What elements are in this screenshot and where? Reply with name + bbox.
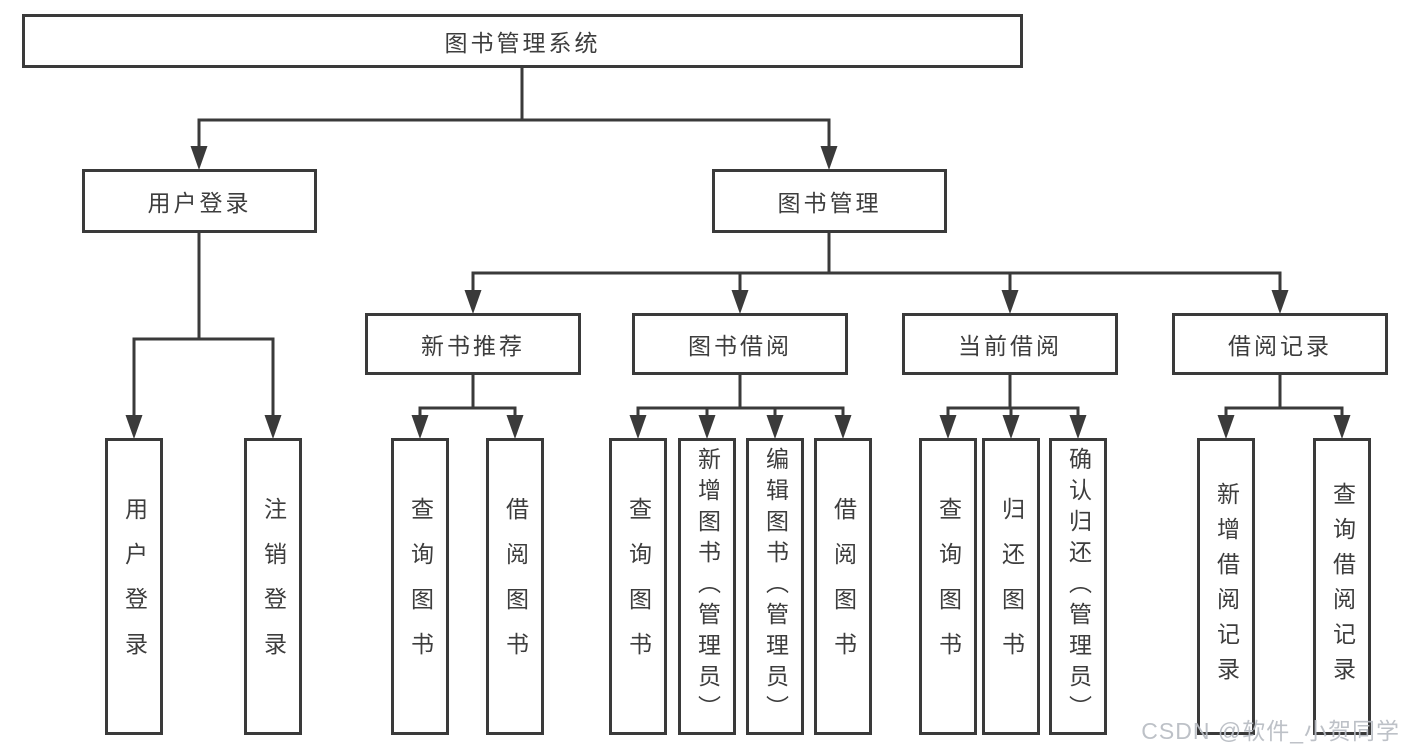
arrow-to-user-login [190, 118, 208, 170]
leaf-return-book-label: 归还图书 [998, 496, 1025, 677]
arrow-to-leaf-search-books-2 [629, 406, 647, 439]
arrow-to-current-borrow [1001, 271, 1019, 314]
arrowhead [264, 415, 282, 439]
arrowhead [939, 415, 957, 439]
leaf-add-book-admin: 新增图书（管理员） [678, 438, 736, 735]
node-current-borrow: 当前借阅 [902, 313, 1118, 375]
node-current-borrow-label: 当前借阅 [958, 333, 1062, 359]
arrowhead [190, 146, 208, 170]
arrowhead [506, 415, 524, 439]
leaf-user-login-label: 用户登录 [121, 496, 148, 677]
watermark: CSDN @软件_小贺同学 [1141, 718, 1400, 744]
node-library-management-system-label: 图书管理系统 [444, 30, 601, 56]
leaf-confirm-return-admin: 确认归还（管理员） [1049, 438, 1107, 735]
arrow-to-borrow-records [1271, 271, 1289, 314]
node-user-login: 用户登录 [82, 169, 317, 233]
arrow-to-leaf-confirm-return-admin [1069, 406, 1087, 439]
leaf-logout-label: 注销登录 [260, 496, 287, 677]
arrowhead [629, 415, 647, 439]
arrow-to-leaf-search-books-3 [939, 406, 957, 439]
leaf-search-borrow-record-label: 查询借阅记录 [1329, 481, 1356, 692]
leaf-add-book-admin-label: 新增图书（管理员） [694, 447, 721, 726]
leaf-borrow-books-2-label: 借阅图书 [830, 496, 857, 677]
node-book-borrow: 图书借阅 [632, 313, 848, 375]
leaf-add-borrow-record: 新增借阅记录 [1197, 438, 1255, 735]
arrow-to-book-borrow [731, 271, 749, 314]
leaf-search-books-1: 查询图书 [391, 438, 449, 735]
leaf-return-book: 归还图书 [982, 438, 1040, 735]
node-user-login-label: 用户登录 [147, 190, 252, 216]
arrow-to-leaf-search-books-1 [411, 406, 429, 439]
arrow-to-book-management [820, 118, 838, 170]
leaf-user-login: 用户登录 [105, 438, 163, 735]
arrow-to-leaf-borrow-books-2 [834, 406, 852, 439]
arrowhead [411, 415, 429, 439]
arrowhead [464, 290, 482, 314]
arrow-to-leaf-add-book-admin [698, 406, 716, 439]
arrowhead [1001, 290, 1019, 314]
arrowhead [834, 415, 852, 439]
leaf-borrow-books-2: 借阅图书 [814, 438, 872, 735]
arrowhead [1002, 415, 1020, 439]
leaf-edit-book-admin-label: 编辑图书（管理员） [762, 447, 789, 726]
arrow-to-leaf-add-borrow-record [1217, 406, 1235, 439]
arrow-to-leaf-user-login [125, 337, 143, 439]
leaf-borrow-books-1-label: 借阅图书 [502, 496, 529, 677]
leaf-search-books-3: 查询图书 [919, 438, 977, 735]
leaf-search-books-1-label: 查询图书 [407, 496, 434, 677]
arrow-to-leaf-search-borrow-record [1333, 406, 1351, 439]
node-book-management: 图书管理 [712, 169, 947, 233]
node-book-borrow-label: 图书借阅 [688, 333, 792, 359]
arrow-to-leaf-borrow-books-1 [506, 406, 524, 439]
leaf-edit-book-admin: 编辑图书（管理员） [746, 438, 804, 735]
arrowhead [1271, 290, 1289, 314]
arrow-to-leaf-return-book [1002, 406, 1020, 439]
leaf-borrow-books-1: 借阅图书 [486, 438, 544, 735]
arrowhead [820, 146, 838, 170]
leaf-search-borrow-record: 查询借阅记录 [1313, 438, 1371, 735]
node-library-management-system: 图书管理系统 [22, 14, 1023, 68]
node-borrow-records-label: 借阅记录 [1228, 333, 1332, 359]
arrow-to-leaf-logout [264, 337, 282, 439]
arrowhead [1217, 415, 1235, 439]
leaf-search-books-2-label: 查询图书 [625, 496, 652, 677]
node-new-book-recommend: 新书推荐 [365, 313, 581, 375]
leaf-add-borrow-record-label: 新增借阅记录 [1213, 481, 1240, 692]
node-book-management-label: 图书管理 [777, 190, 882, 216]
arrowhead [125, 415, 143, 439]
arrowhead [731, 290, 749, 314]
arrow-to-new-book-recommend [464, 271, 482, 314]
node-borrow-records: 借阅记录 [1172, 313, 1388, 375]
leaf-confirm-return-admin-label: 确认归还（管理员） [1065, 447, 1092, 726]
leaf-logout: 注销登录 [244, 438, 302, 735]
node-new-book-recommend-label: 新书推荐 [421, 333, 525, 359]
arrowhead [766, 415, 784, 439]
arrowhead [698, 415, 716, 439]
arrowhead [1069, 415, 1087, 439]
leaf-search-books-2: 查询图书 [609, 438, 667, 735]
leaf-search-books-3-label: 查询图书 [935, 496, 962, 677]
arrowhead [1333, 415, 1351, 439]
arrow-to-leaf-edit-book-admin [766, 406, 784, 439]
